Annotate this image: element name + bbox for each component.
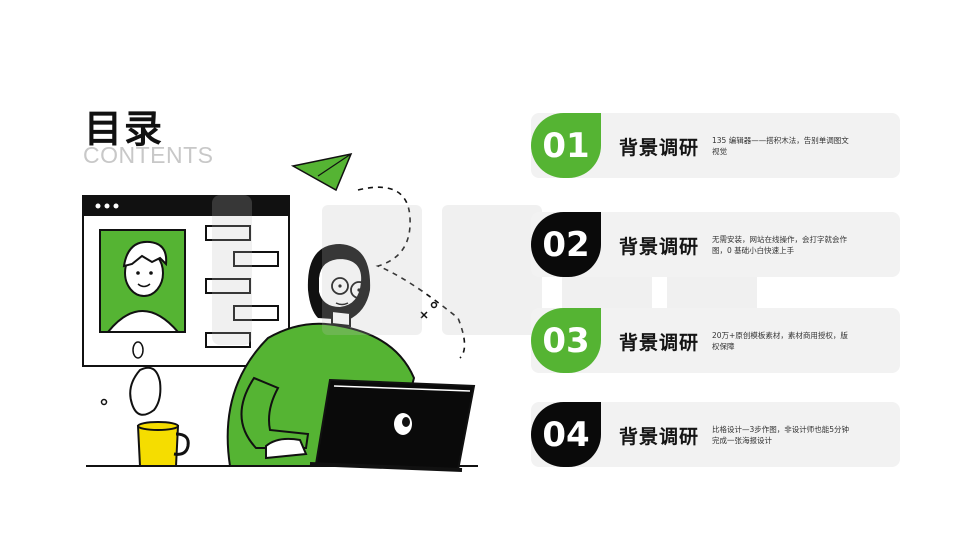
contents-item-02[interactable]: 02 背景调研 无需安装，网站在线操作，会打字就会作图，0 基础小白快速上手 bbox=[531, 212, 900, 277]
item-description: 比格设计—3步作图，非设计师也能5分钟完成一张海报设计 bbox=[712, 425, 850, 445]
page-title: 目录 bbox=[84, 107, 165, 151]
item-number-badge: 04 bbox=[531, 402, 601, 467]
item-number-badge: 02 bbox=[531, 212, 601, 277]
item-description: 135 编辑器——搭积木法，告别单调图文视觉 bbox=[712, 136, 849, 156]
item-number-badge: 01 bbox=[531, 113, 601, 178]
item-title: 背景调研 bbox=[619, 426, 700, 448]
contents-item-03[interactable]: 03 背景调研 20万+原创模板素材，素材商用授权，版权保障 bbox=[531, 308, 900, 373]
item-title: 背景调研 bbox=[619, 332, 700, 354]
illustration-person-at-laptop bbox=[82, 152, 478, 472]
item-title: 背景调研 bbox=[619, 236, 700, 258]
item-title: 背景调研 bbox=[619, 137, 700, 159]
contents-item-04[interactable]: 04 背景调研 比格设计—3步作图，非设计师也能5分钟完成一张海报设计 bbox=[531, 402, 900, 467]
item-number-badge: 03 bbox=[531, 308, 601, 373]
item-description: 无需安装，网站在线操作，会打字就会作图，0 基础小白快速上手 bbox=[712, 235, 847, 255]
item-description: 20万+原创模板素材，素材商用授权，版权保障 bbox=[712, 331, 848, 351]
page-subtitle: CONTENTS bbox=[83, 142, 214, 168]
contents-item-01[interactable]: 01 背景调研 135 编辑器——搭积木法，告别单调图文视觉 bbox=[531, 113, 900, 178]
